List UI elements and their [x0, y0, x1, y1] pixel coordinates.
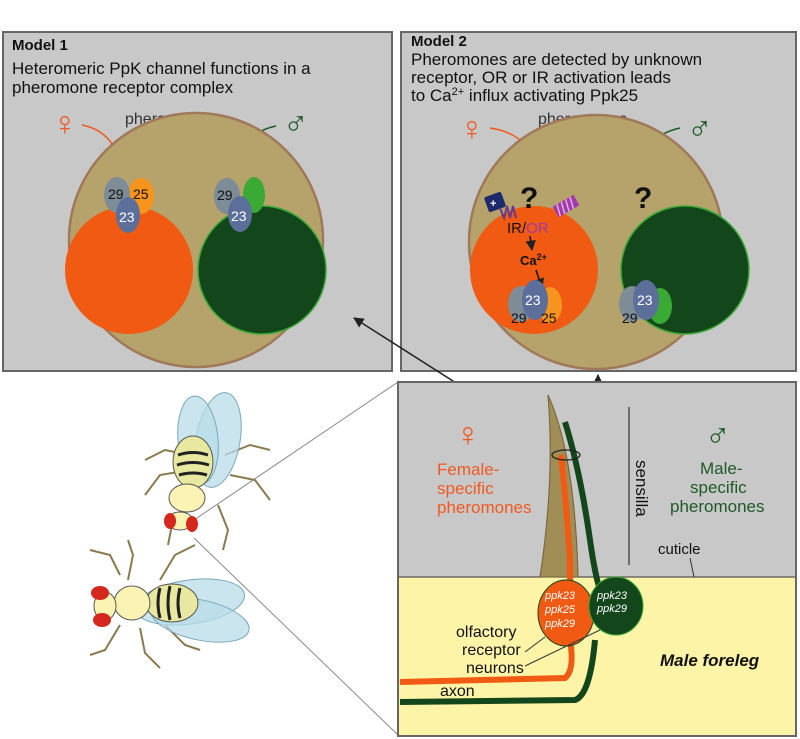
model2-panel: Model 2 Pheromones are detected by unkno… — [400, 31, 797, 372]
leg-male-label-line2: specific — [690, 478, 747, 497]
sensillum-tip-highlight — [551, 449, 581, 461]
calcium-label: Ca2+ — [520, 252, 547, 268]
svg-text:+: + — [490, 198, 496, 210]
leg-male-symbol: ♂ — [705, 417, 731, 455]
model1-subunit-29: 29 — [108, 186, 124, 202]
model1-male-neuron — [197, 205, 327, 335]
male-neuron-dendrite — [562, 421, 603, 591]
receptor-to-calcium-arrow — [525, 235, 536, 252]
orn-pointer-1 — [524, 636, 546, 653]
leg-female-label-line1: Female- — [437, 460, 499, 479]
model2-female-unknown-receptor: ? — [520, 182, 538, 215]
model1-panel: Model 1 Heteromeric PpK channel function… — [2, 31, 393, 372]
zoom-line-top — [193, 381, 399, 521]
ionotropic-receptor-icon: + — [484, 191, 517, 222]
leg-male-label-line1: Male- — [700, 459, 743, 478]
cuticle-pointer — [689, 557, 695, 578]
model1-title: Model 1 — [12, 37, 68, 54]
leg-female-symbol: ♀ — [455, 416, 481, 454]
flies-illustration — [89, 392, 271, 669]
sensilla-label: sensilla — [632, 460, 651, 517]
cuticle-label: cuticle — [658, 541, 701, 558]
leg-detail-panel: ppk23 ppk25 ppk29 ppk23 ppk29 ♀ Female- … — [397, 381, 797, 737]
model1-subunit-23: 23 — [119, 209, 135, 225]
male-sensing-neuron — [588, 576, 644, 636]
model1-male-subunit-29: 29 — [217, 187, 233, 203]
fly-top — [144, 392, 271, 551]
male-foreleg-label: Male foreleg — [660, 651, 760, 670]
model1-female-symbol: ♀ — [52, 105, 78, 143]
model2-female-neuron — [470, 206, 598, 334]
model2-description-line2: receptor, OR or IR activation leads — [411, 68, 671, 87]
model2-male-subunit-23: 23 — [637, 292, 653, 308]
male-neuron-axon — [399, 639, 598, 705]
female-neuron-gene-3: ppk29 — [544, 618, 575, 630]
model2-receptor-label: IR/OR — [507, 220, 549, 237]
orn-label-line1: olfactory — [456, 624, 516, 641]
odorant-receptor-icon — [552, 194, 580, 218]
zoom-line-bottom — [193, 537, 399, 736]
leg-female-label-line3: pheromones — [437, 498, 532, 517]
model2-subunit-25: 25 — [541, 310, 557, 326]
model2-male-unknown-receptor: ? — [634, 182, 652, 215]
model1-male-channel: 29 23 — [214, 177, 265, 232]
model1-subunit-25: 25 — [133, 186, 149, 202]
model2-female-symbol: ♀ — [459, 110, 485, 148]
orn-pointer-2 — [524, 629, 601, 667]
male-neuron-gene-2: ppk29 — [596, 603, 627, 615]
model2-male-channel: 23 29 — [619, 280, 672, 326]
model1-description-line1: Heteromeric PpK channel functions in a — [12, 59, 311, 78]
model2-subunit-29: 29 — [511, 310, 527, 326]
leg-male-label-line3: pheromones — [670, 497, 765, 516]
model1-male-symbol: ♂ — [283, 105, 309, 143]
model2-male-symbol: ♂ — [687, 110, 713, 148]
orn-label-line2: receptor — [462, 642, 521, 659]
axon-label: axon — [440, 683, 475, 700]
female-neuron-gene-1: ppk23 — [544, 590, 576, 602]
model2-male-subunit-29: 29 — [622, 310, 638, 326]
fly-bottom — [89, 539, 250, 669]
model2-subunit-23: 23 — [525, 292, 541, 308]
male-neuron-gene-1: ppk23 — [596, 590, 628, 602]
model2-female-channel: 23 29 25 — [508, 280, 562, 326]
female-neuron-gene-2: ppk25 — [544, 604, 576, 616]
model2-description-line1: Pheromones are detected by unknown — [411, 50, 702, 69]
model1-male-subunit-23: 23 — [231, 208, 247, 224]
model2-description-line3: to Ca2+ influx activating Ppk25 — [411, 86, 638, 105]
leg-female-label-line2: specific — [437, 479, 494, 498]
orn-label-line3: neurons — [466, 660, 524, 677]
model1-female-channel: 29 25 23 — [104, 177, 154, 233]
model2-title: Model 2 — [411, 33, 467, 50]
model1-female-neuron — [65, 206, 193, 334]
model1-description-line2: pheromone receptor complex — [12, 78, 234, 97]
